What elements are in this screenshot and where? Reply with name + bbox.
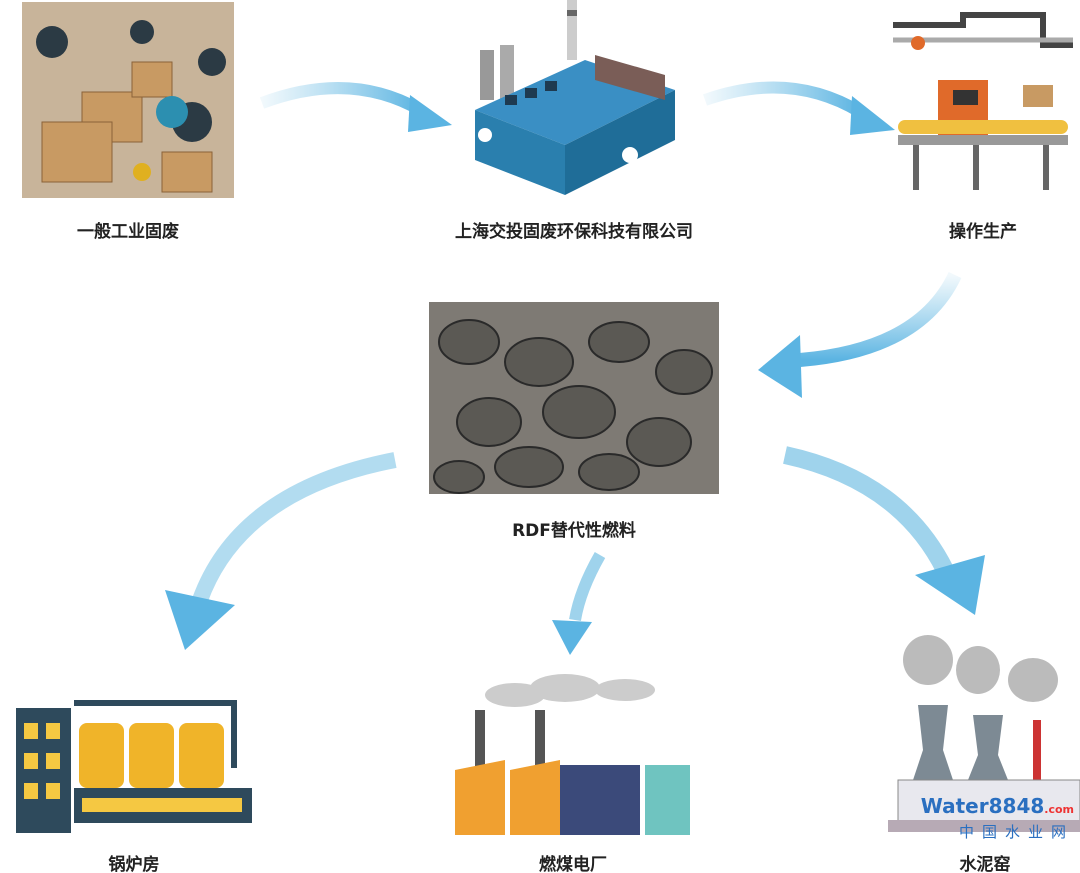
label-company: 上海交投固废环保科技有限公司 [455, 222, 693, 242]
label-boiler: 锅炉房 [108, 855, 160, 873]
arrow-rdf-to-kiln [783, 446, 954, 575]
arrowhead [915, 555, 985, 615]
label-production: 操作生产 [949, 222, 1017, 242]
label-coal-plant: 燃煤电厂 [539, 855, 607, 873]
label-rdf: RDF替代性燃料 [512, 521, 636, 541]
industrial-waste-image [22, 2, 234, 198]
rdf-fuel-image [429, 302, 719, 494]
arrow-company-to-production [703, 81, 864, 118]
arrowhead [552, 620, 592, 655]
cement-kiln-image [888, 635, 1080, 832]
arrow-rdf-to-coal [569, 552, 606, 622]
watermark-logo: Water8848.com [921, 794, 1074, 822]
boiler-room-image [16, 700, 252, 833]
arrowhead [408, 95, 452, 132]
watermark-cn: 中国水业网 [958, 823, 1074, 841]
coal-power-plant-image [455, 674, 690, 835]
arrow-waste-to-company [259, 82, 423, 116]
arrowhead [758, 335, 802, 398]
arrow-production-to-rdf [799, 271, 962, 367]
production-line-image [893, 12, 1073, 190]
label-waste: 一般工业固废 [77, 222, 179, 242]
arrowhead [165, 590, 235, 650]
arrow-rdf-to-boiler [192, 452, 397, 603]
arrowhead [850, 96, 895, 135]
watermark-brand: Water8848 [920, 794, 1045, 818]
watermark-domain: .com [1044, 803, 1074, 816]
factory-image [475, 0, 675, 195]
label-cement-kiln: 水泥窑 [959, 855, 1011, 873]
